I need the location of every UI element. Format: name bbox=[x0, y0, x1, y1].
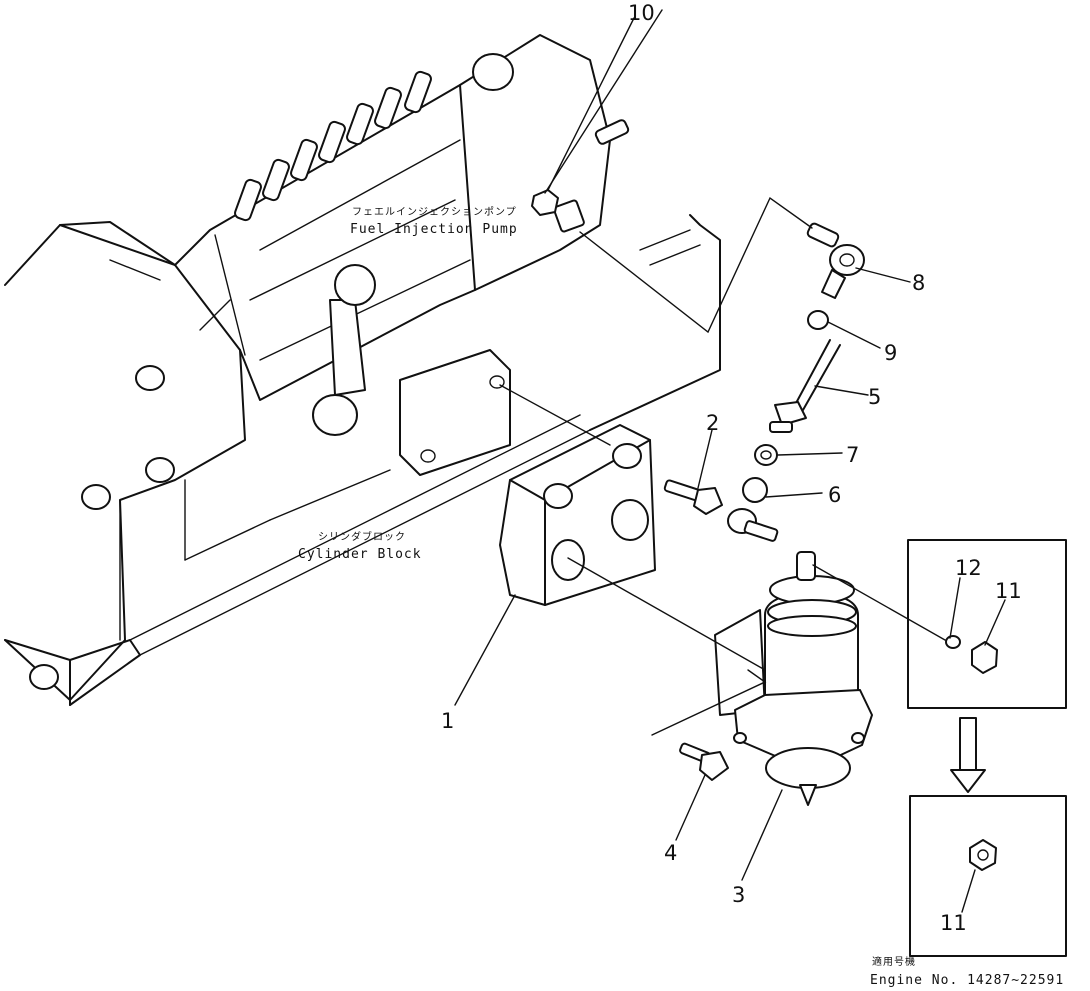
fuel-pump-label-en: Fuel Injection Pump bbox=[350, 222, 518, 237]
callout-5: 5 bbox=[868, 385, 881, 409]
cylinder-block-label-en: Cylinder Block bbox=[298, 547, 422, 562]
cylinder-block-label-jp: シリンダブロック bbox=[318, 530, 406, 543]
callout-11-bottom: 11 bbox=[940, 911, 967, 935]
assembly-lines bbox=[454, 9, 1006, 913]
part-2-bolt bbox=[663, 479, 723, 515]
engine-number-label: Engine No. 14287~22591 bbox=[870, 973, 1064, 988]
fuel-pump-label-jp: フェエルインジェクションポンプ bbox=[352, 206, 517, 218]
inset-nut-alt bbox=[909, 795, 1067, 957]
callout-11-top: 11 bbox=[995, 579, 1022, 603]
callout-4: 4 bbox=[664, 841, 677, 865]
part-1-bracket bbox=[499, 424, 656, 606]
part-3-filter bbox=[714, 551, 873, 806]
injection-nozzle-holders bbox=[234, 70, 432, 222]
callout-7: 7 bbox=[846, 443, 859, 467]
callout-8: 8 bbox=[912, 271, 925, 295]
arrow-down bbox=[950, 717, 986, 793]
callout-1: 1 bbox=[441, 709, 454, 733]
part-8-eye-fitting bbox=[806, 222, 865, 299]
callout-6: 6 bbox=[828, 483, 841, 507]
applicable-units-label: 適用号機 bbox=[872, 955, 916, 968]
callout-10: 10 bbox=[628, 1, 655, 25]
part-9-washer bbox=[807, 310, 829, 330]
part-10-nut bbox=[531, 189, 559, 216]
fuel-injection-pump bbox=[174, 34, 630, 476]
callout-12: 12 bbox=[955, 556, 982, 580]
part-5-pipe bbox=[769, 339, 841, 433]
part-4-bolt bbox=[679, 742, 729, 781]
part-7-washer bbox=[754, 444, 778, 466]
engine-block bbox=[4, 214, 721, 706]
part-6-eye-joint bbox=[727, 477, 779, 542]
callout-3: 3 bbox=[732, 883, 745, 907]
engine-bolt-heads bbox=[29, 365, 175, 690]
callout-9: 9 bbox=[884, 341, 897, 365]
inset-nut-washer bbox=[907, 539, 1067, 709]
callout-2: 2 bbox=[706, 411, 719, 435]
callout-numbers: 10 8 9 5 7 6 2 1 4 3 12 11 11 bbox=[441, 1, 1022, 935]
governor-lever bbox=[312, 264, 376, 436]
